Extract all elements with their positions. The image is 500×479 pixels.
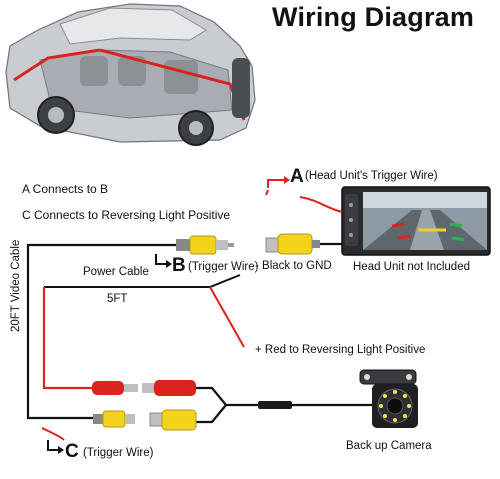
backup-camera bbox=[359, 369, 418, 428]
arrow-c-icon bbox=[47, 440, 58, 451]
label-c-text: (Trigger Wire) bbox=[83, 447, 154, 459]
note-a-connects-b: A Connects to B bbox=[22, 182, 109, 196]
rca-connector-c bbox=[93, 409, 197, 431]
red-reversing-label: + Red to Reversing Light Positive bbox=[255, 344, 426, 356]
video-cable-label: 20FT Video Cable bbox=[10, 239, 22, 332]
head-unit-label: Head Unit not Included bbox=[353, 261, 470, 273]
power-connector bbox=[92, 380, 196, 396]
camera-label: Back up Camera bbox=[346, 440, 432, 452]
label-a-letter: A bbox=[290, 166, 304, 187]
rca-connector-headunit bbox=[265, 233, 320, 255]
diagram-title: Wiring Diagram bbox=[272, 2, 475, 32]
label-b-text: (Trigger Wire) bbox=[188, 261, 259, 273]
label-b-letter: B bbox=[172, 255, 186, 276]
arrow-b-icon bbox=[155, 254, 166, 265]
arrow-c-head-icon bbox=[58, 446, 64, 454]
black-gnd-label: - Black to GND bbox=[255, 260, 332, 272]
head-unit bbox=[341, 186, 491, 256]
label-a-text: (Head Unit's Trigger Wire) bbox=[305, 170, 438, 182]
arrow-a-head-icon bbox=[284, 176, 290, 184]
note-c-connects-reversing: C Connects to Reversing Light Positive bbox=[22, 208, 231, 222]
rca-connector-b bbox=[176, 235, 234, 255]
arrow-b-head-icon bbox=[166, 260, 172, 268]
label-c-letter: C bbox=[65, 441, 79, 462]
power-cable-label: Power Cable bbox=[83, 266, 149, 278]
arrow-a-icon bbox=[267, 179, 284, 188]
car-illustration bbox=[5, 3, 256, 146]
cable-length-label: 5FT bbox=[107, 293, 128, 305]
